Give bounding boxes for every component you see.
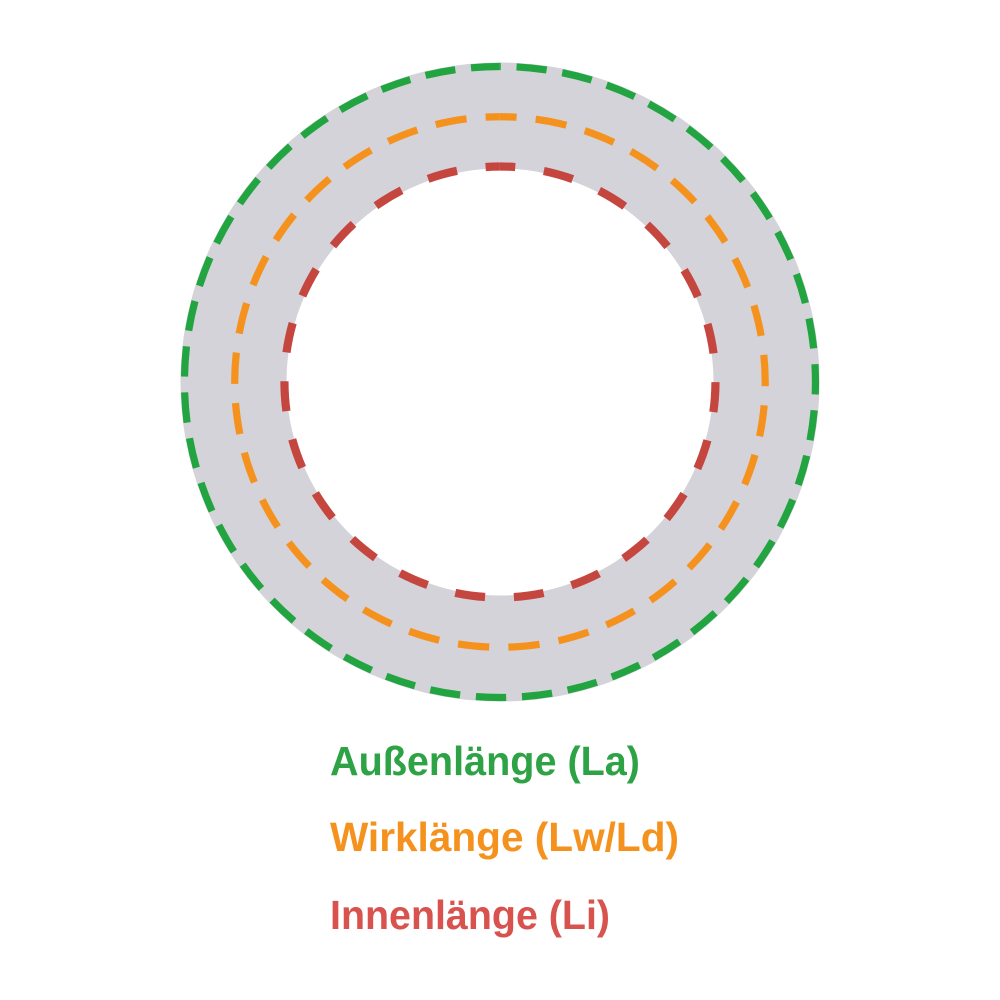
svg-text:Innenlänge (Li): Innenlänge (Li) bbox=[330, 892, 610, 938]
svg-text:Wirklänge (Lw/Ld): Wirklänge (Lw/Ld) bbox=[330, 814, 679, 860]
svg-text:Außenlänge (La): Außenlänge (La) bbox=[330, 738, 640, 784]
